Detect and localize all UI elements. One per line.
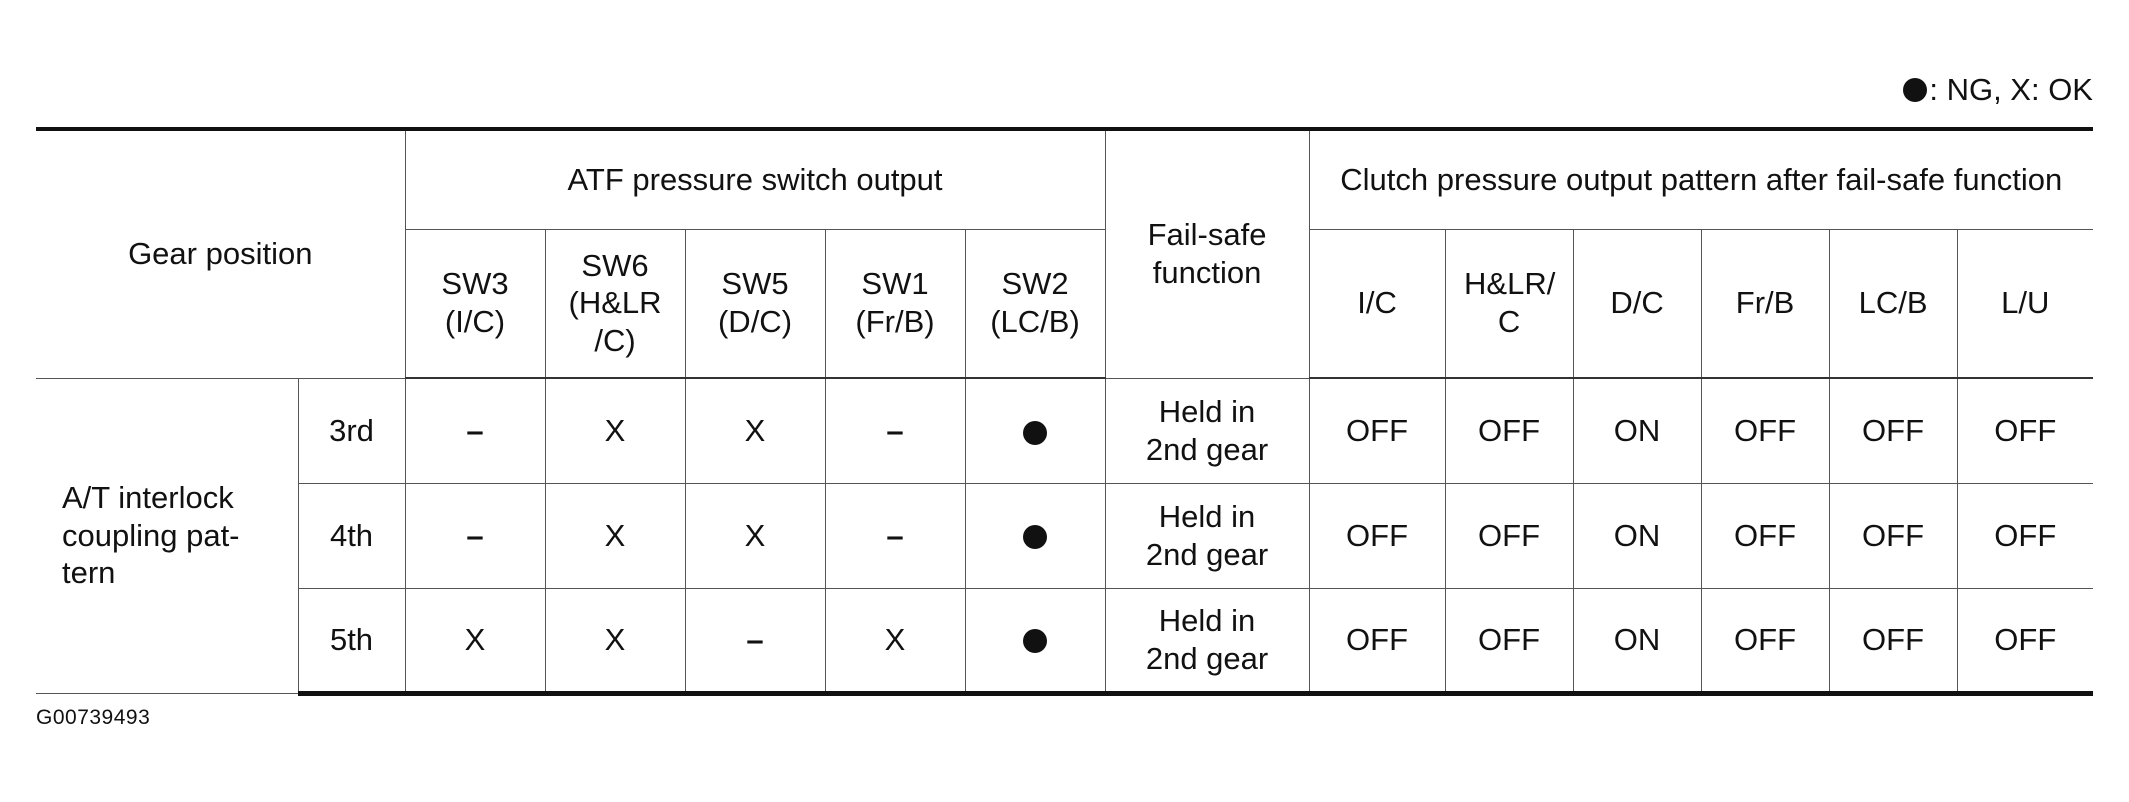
ic-cell: OFF: [1308, 377, 1446, 484]
frb-cell: OFF: [1700, 482, 1830, 589]
ic-header: I/C: [1308, 228, 1446, 379]
fail-safe-text: Held in 2nd gear: [1145, 498, 1269, 572]
ng-dot-icon: [1903, 78, 1928, 102]
sw2-header-text: SW2 (LC/B): [990, 266, 1080, 340]
atf-group-header: ATF pressure switch output: [404, 127, 1106, 230]
dc-cell: ON: [1572, 377, 1702, 484]
sw2-header: SW2 (LC/B): [964, 228, 1106, 379]
ic-cell: OFF: [1308, 587, 1446, 696]
frb-cell: OFF: [1700, 587, 1830, 696]
header-row-1: Gear position ATF pressure switch output…: [36, 127, 2094, 379]
figure-id: G00739493: [36, 706, 151, 729]
gear-cell: 5th: [298, 587, 406, 696]
header-row-2: SW3 (I/C) SW6 (H&LR /C) SW5 (D/C) SW1 (F…: [36, 228, 2094, 379]
lu-header: L/U: [1956, 228, 2094, 379]
table-row: 4th – X X – Held in 2nd gear OFF OFF ON …: [36, 482, 2094, 589]
pattern-label-cell: A/T interlock coupling pat- tern: [36, 377, 299, 694]
lcb-header: LC/B: [1828, 228, 1958, 379]
sw1-cell: –: [824, 482, 966, 589]
sw3-cell: –: [404, 482, 546, 589]
sw2-cell: [964, 482, 1106, 589]
lu-cell: OFF: [1956, 377, 2094, 484]
frb-header: Fr/B: [1700, 228, 1830, 379]
gear-cell: 4th: [298, 482, 406, 589]
lcb-cell: OFF: [1828, 587, 1958, 696]
sw6-cell: X: [544, 482, 686, 589]
sw1-cell: –: [824, 377, 966, 484]
sw6-cell: X: [544, 377, 686, 484]
table-row: 5th X X – X Held in 2nd gear OFF OFF ON …: [36, 587, 2094, 696]
sw2-cell: [964, 587, 1106, 696]
sw1-cell: X: [824, 587, 966, 696]
dc-cell: ON: [1572, 587, 1702, 696]
sw3-cell: X: [404, 587, 546, 696]
sw5-cell: X: [684, 377, 826, 484]
legend: : NG, X: OK: [1903, 70, 2093, 110]
fail-safe-header: Fail-safe function: [1104, 127, 1310, 379]
clutch-group-header: Clutch pressure output pattern after fai…: [1308, 127, 2094, 230]
fail-safe-cell: Held in 2nd gear: [1104, 377, 1310, 484]
legend-text: : NG, X: OK: [1929, 72, 2093, 107]
sw3-header-text: SW3 (I/C): [441, 266, 509, 340]
fail-safe-text: Held in 2nd gear: [1145, 602, 1269, 676]
pattern-label: A/T interlock coupling pat- tern: [62, 479, 240, 591]
fail-safe-text: Held in 2nd gear: [1145, 393, 1269, 467]
sw5-cell: X: [684, 482, 826, 589]
dc-cell: ON: [1572, 482, 1702, 589]
ic-cell: OFF: [1308, 482, 1446, 589]
clutch-group-header-text: Clutch pressure output pattern after fai…: [1340, 161, 2063, 197]
hlr-header: H&LR/ C: [1444, 228, 1574, 379]
sw6-cell: X: [544, 587, 686, 696]
fail-safe-header-text: Fail-safe function: [1147, 217, 1267, 291]
sw1-header: SW1 (Fr/B): [824, 228, 966, 379]
sw6-header: SW6 (H&LR /C): [544, 228, 686, 379]
frb-cell: OFF: [1700, 377, 1830, 484]
hlr-cell: OFF: [1444, 482, 1574, 589]
fail-safe-cell: Held in 2nd gear: [1104, 587, 1310, 696]
hlr-cell: OFF: [1444, 587, 1574, 696]
hlr-header-text: H&LR/ C: [1464, 266, 1556, 340]
fail-safe-cell: Held in 2nd gear: [1104, 482, 1310, 589]
lu-cell: OFF: [1956, 587, 2094, 696]
sw3-header: SW3 (I/C): [405, 228, 546, 379]
ng-dot-icon: [1023, 525, 1048, 550]
lu-cell: OFF: [1956, 482, 2094, 589]
sw3-cell: –: [404, 377, 546, 484]
fail-safe-table: Gear position ATF pressure switch output…: [36, 127, 2094, 696]
sw2-cell: [964, 377, 1106, 484]
sw5-header-text: SW5 (D/C): [717, 266, 793, 340]
sw6-header-text: SW6 (H&LR /C): [568, 247, 662, 359]
sw1-header-text: SW1 (Fr/B): [855, 266, 935, 340]
lcb-cell: OFF: [1828, 377, 1958, 484]
gear-cell: 3rd: [297, 377, 406, 484]
lcb-cell: OFF: [1828, 482, 1958, 589]
sw5-cell: –: [684, 587, 826, 696]
hlr-cell: OFF: [1444, 377, 1574, 484]
ng-dot-icon: [1023, 629, 1048, 654]
dc-header: D/C: [1572, 228, 1702, 379]
ng-dot-icon: [1023, 420, 1048, 445]
table-row: A/T interlock coupling pat- tern 3rd – X…: [36, 377, 2094, 694]
sw5-header: SW5 (D/C): [684, 228, 826, 379]
gear-position-header: Gear position: [36, 127, 406, 379]
